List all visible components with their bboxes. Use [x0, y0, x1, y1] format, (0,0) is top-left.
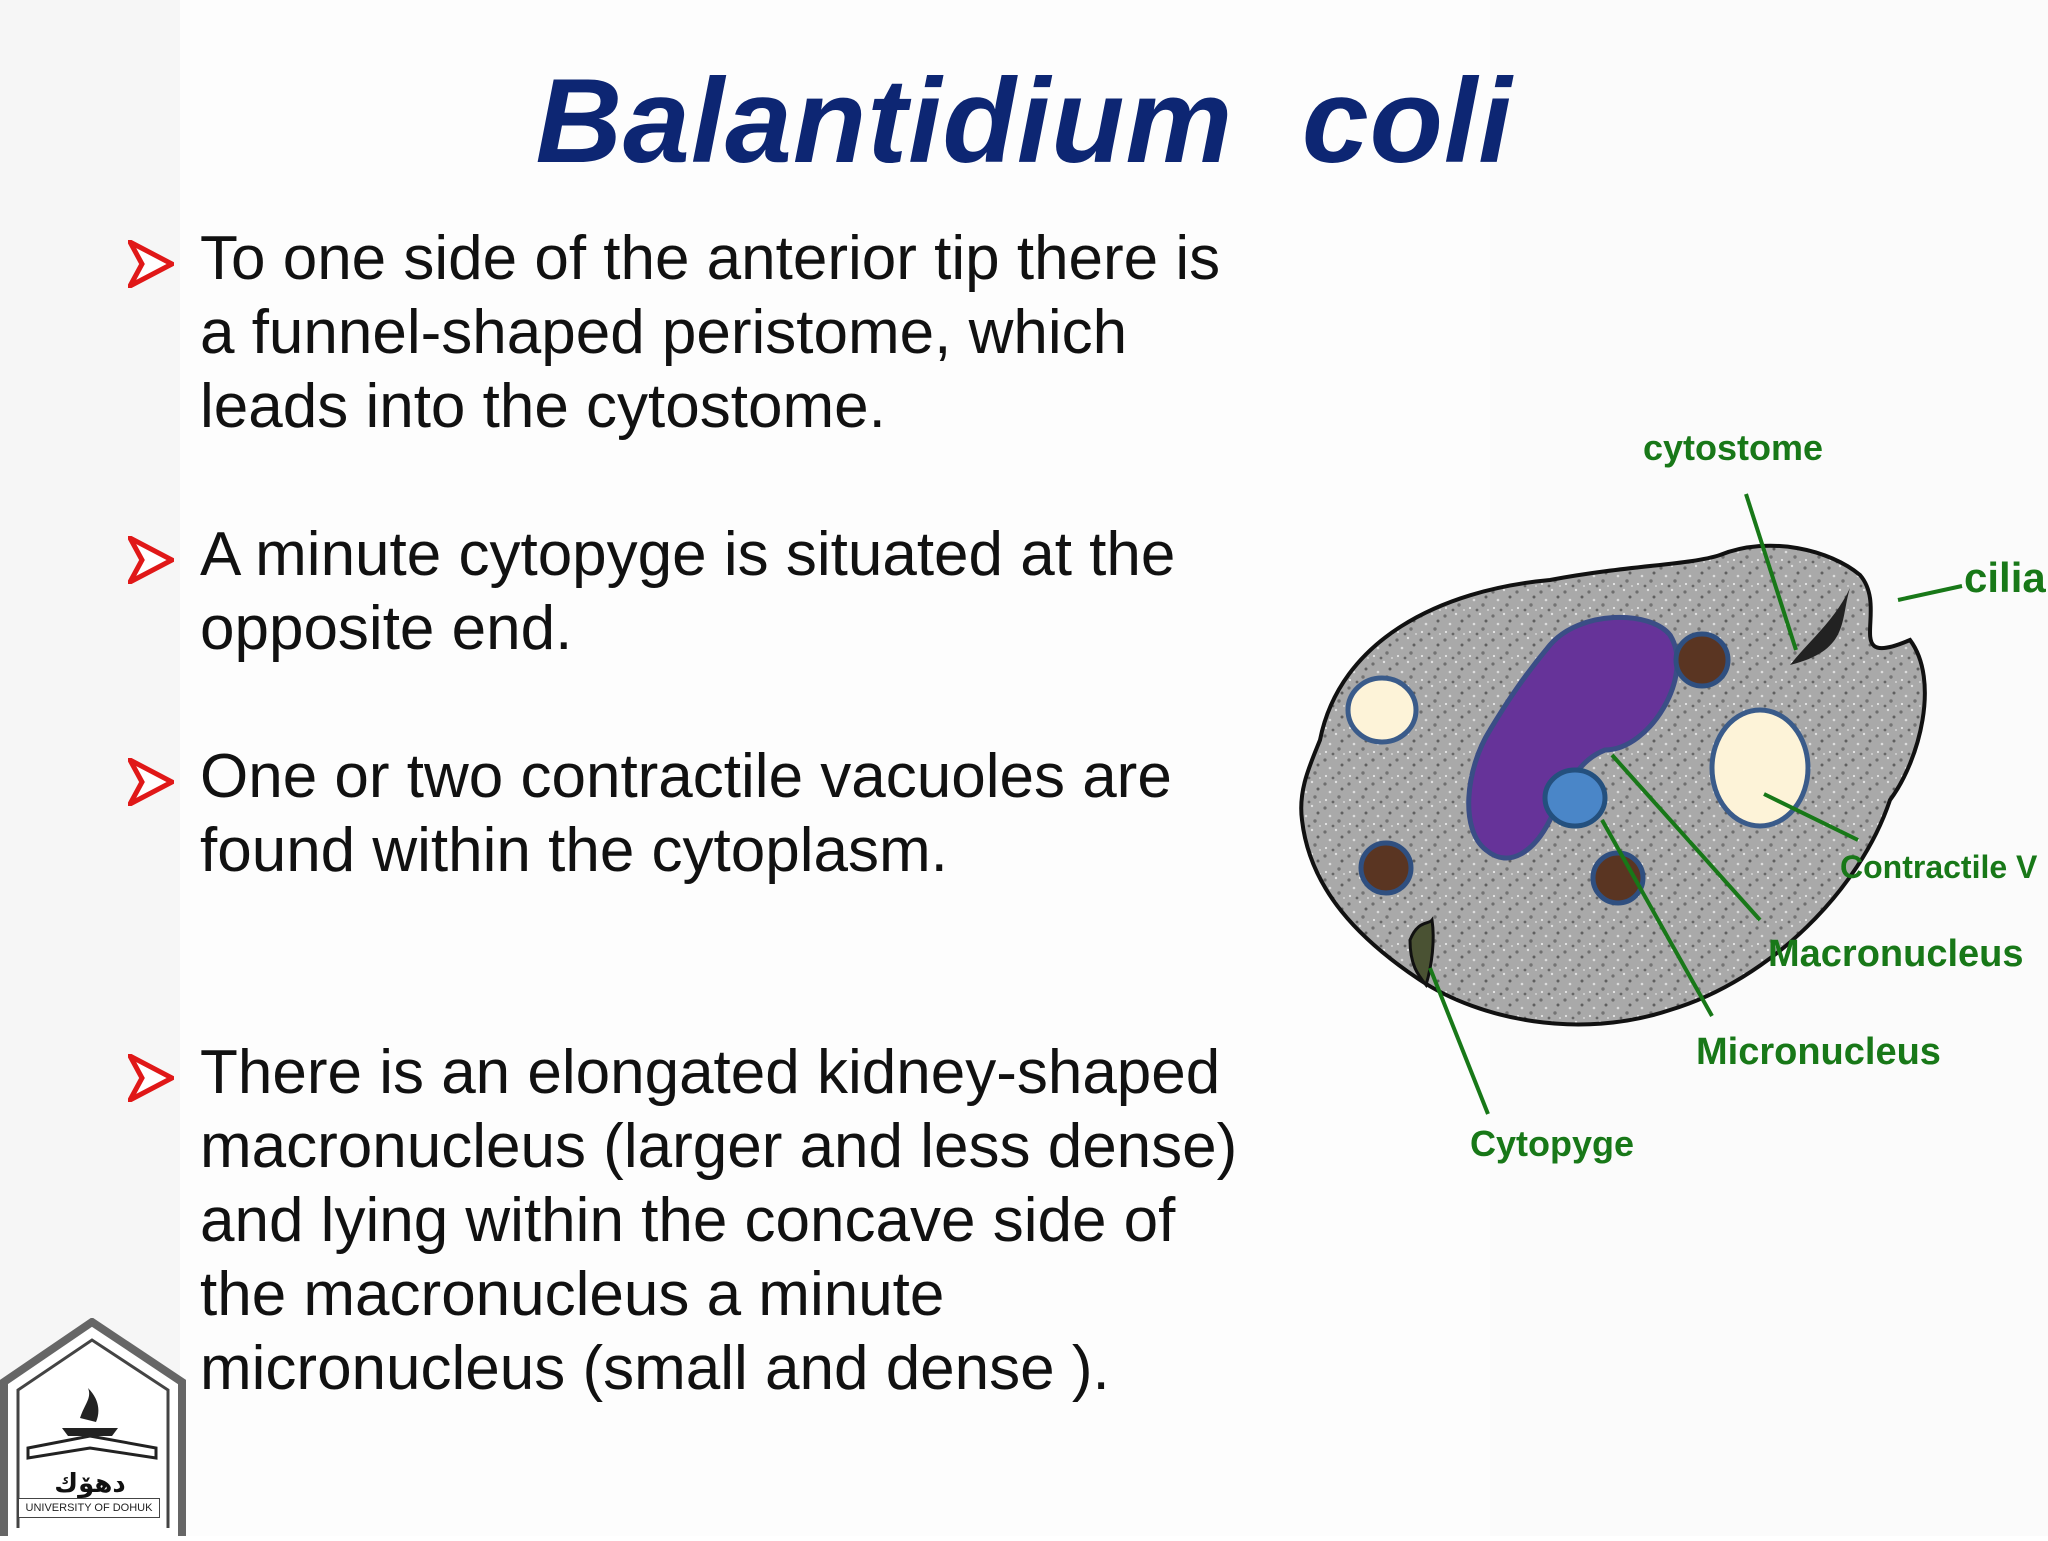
label-cilia: cilia [1964, 554, 2046, 601]
bullet-arrow-icon [128, 758, 174, 806]
label-contractile-vacuole: Contractile V [1840, 849, 2038, 885]
food-vacuole [1676, 634, 1728, 686]
label-cytopyge: Cytopyge [1470, 1123, 1634, 1164]
label-macronucleus: Macronucleus [1768, 933, 2024, 975]
slide-title: Balantidium coli [0, 52, 2048, 190]
balantidium-diagram: cytostome cilia Contractile V Macronucle… [1250, 420, 2048, 1200]
food-vacuole [1361, 843, 1411, 893]
cilia-leader [1898, 586, 1962, 600]
bullet-arrow-icon [128, 1054, 174, 1102]
label-cytostome: cytostome [1643, 427, 1823, 468]
logo-caption: UNIVERSITY OF DOHUK [18, 1498, 160, 1518]
logo-mark: دهۆك [54, 1469, 126, 1499]
bullet-text: To one side of the anterior tip there is… [200, 222, 1460, 444]
label-micronucleus: Micronucleus [1696, 1031, 1941, 1073]
university-logo: دهۆك UNIVERSITY OF DOHUK [0, 1318, 186, 1536]
bullet-arrow-icon [128, 240, 174, 288]
micronucleus [1545, 770, 1605, 826]
contractile-vacuole [1348, 678, 1416, 742]
bullet-arrow-icon [128, 536, 174, 584]
